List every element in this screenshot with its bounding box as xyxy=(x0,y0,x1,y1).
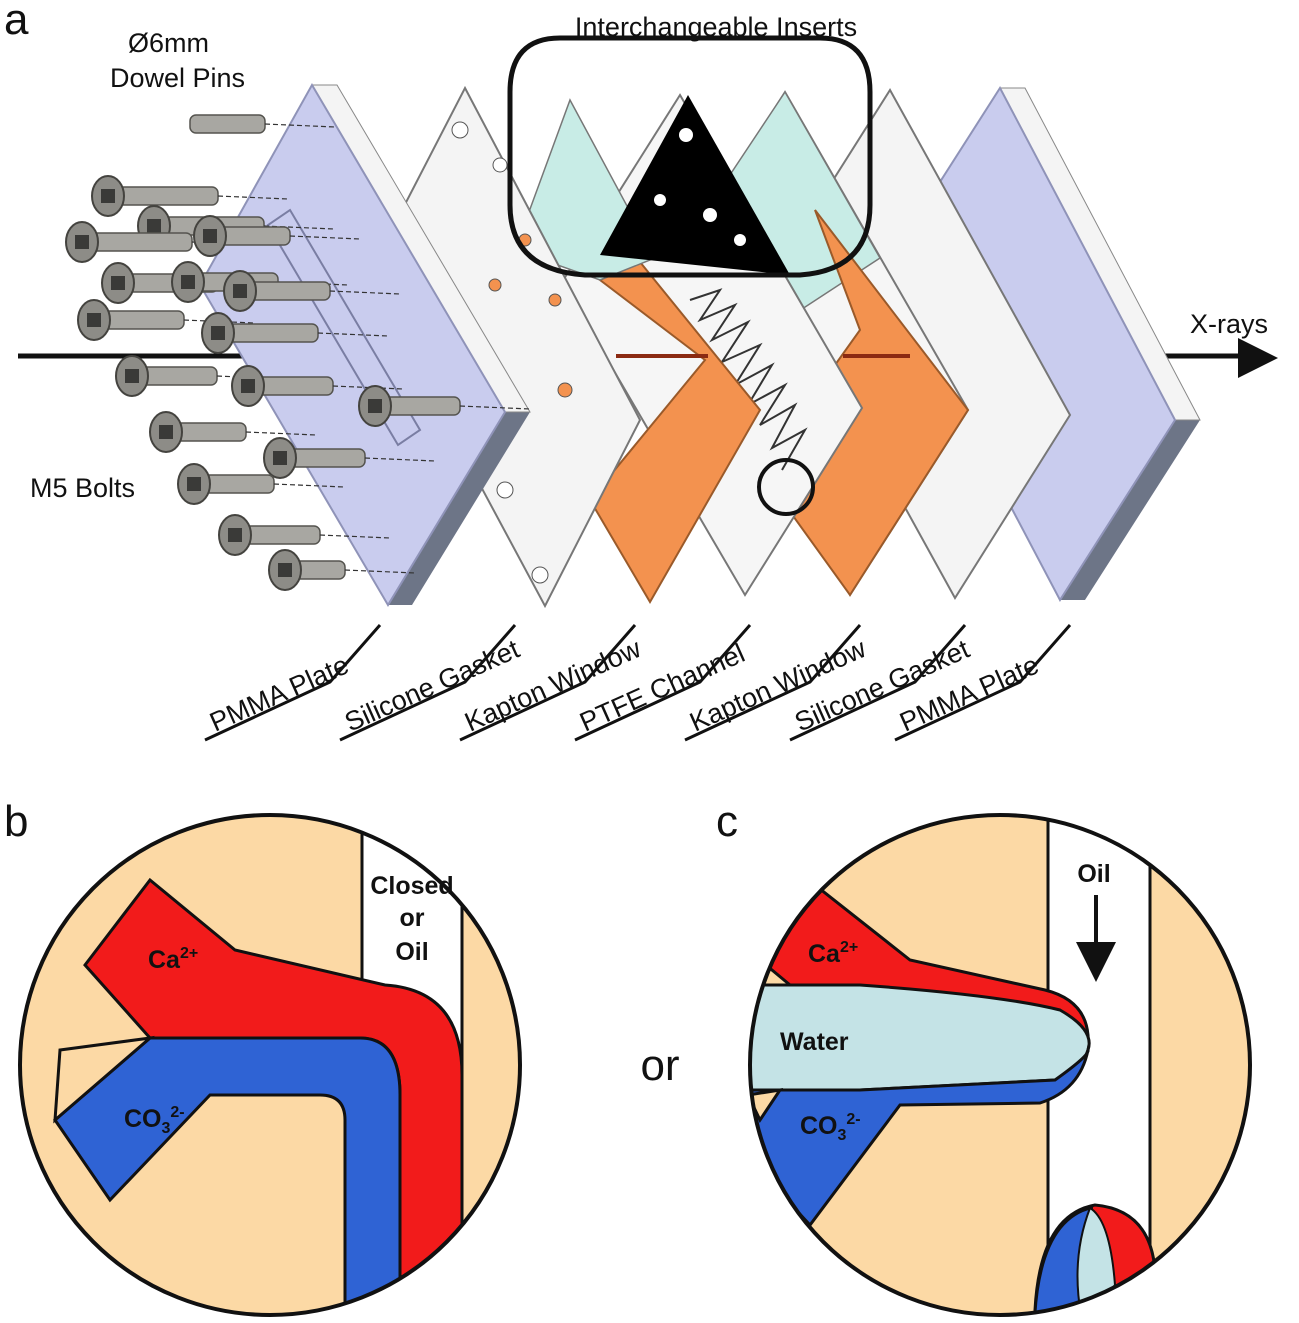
bolt-icon xyxy=(115,355,288,397)
panel-b-outlet-line2: or xyxy=(400,904,425,932)
panel-c-oil-label: Oil xyxy=(1077,860,1110,888)
inserts-label: Interchangeable Inserts xyxy=(575,12,857,42)
panel-a: a xyxy=(4,0,1278,742)
panel-a-letter: a xyxy=(4,0,29,44)
bolt-icon xyxy=(193,215,361,257)
panel-b-outlet-line1: Closed xyxy=(370,872,453,900)
layer-leader-line xyxy=(459,624,637,742)
silicone-gasket-left xyxy=(366,85,642,609)
bolts-label: M5 Bolts xyxy=(30,473,135,503)
layer-leader-line xyxy=(894,624,1072,742)
panel-b-co3-label: CO32- xyxy=(124,1104,185,1137)
layer-leader-line xyxy=(204,624,382,742)
layer-leader-line xyxy=(684,624,862,742)
layer-leader-line xyxy=(789,624,967,742)
bolt-icon xyxy=(268,549,416,591)
panel-b-ca-label: Ca2+ xyxy=(148,945,198,974)
bolt-icon xyxy=(358,385,531,427)
panel-c-ca-label: Ca2+ xyxy=(808,939,858,968)
layer-label: PMMA Plate xyxy=(205,650,353,738)
bolt-icon xyxy=(218,514,391,556)
hardware-group xyxy=(65,114,531,591)
bolt-icon xyxy=(77,299,255,341)
panel-c-carbonate-stream xyxy=(750,1044,1090,1228)
dowel-pins-label-line1: Ø6mm xyxy=(128,28,209,58)
panel-b-carbonate-stream xyxy=(53,1036,402,1315)
xray-arrow-icon xyxy=(1238,338,1278,378)
panel-c-circle xyxy=(748,813,1252,1317)
layer-label: Silicone Gasket xyxy=(790,634,974,738)
layer-leader-line xyxy=(574,624,752,742)
inserts-outline xyxy=(507,35,873,278)
bolt-icon xyxy=(65,221,263,263)
bolt-icon xyxy=(149,411,317,453)
panel-c: c Oil Water Ca2+ CO32- xyxy=(716,797,1252,1317)
panel-b: b Ca2+ CO32- Closed or Oil xyxy=(4,797,522,1317)
panel-c-water-label: Water xyxy=(780,1028,849,1056)
panel-b-circle xyxy=(18,813,522,1317)
bolt-icon xyxy=(201,312,389,354)
bolt-icon xyxy=(91,175,289,217)
xrays-label: X-rays xyxy=(1190,309,1268,339)
bolt-icon xyxy=(223,270,401,312)
panel-c-letter: c xyxy=(716,797,738,846)
insert-black-triangle xyxy=(600,95,790,275)
bolt-icon xyxy=(177,463,345,505)
layer-leader-line xyxy=(339,624,517,742)
connector-text: or xyxy=(640,1041,679,1090)
interchangeable-inserts: Interchangeable Inserts xyxy=(507,12,873,278)
bolt-icon xyxy=(263,437,436,479)
panel-b-letter: b xyxy=(4,797,28,846)
bolt-icon xyxy=(231,365,404,407)
pmma-plate-left xyxy=(198,82,531,607)
dowel-pins-label-line2: Dowel Pins xyxy=(110,63,245,93)
dowel-pin-icon xyxy=(189,114,336,134)
panel-b-outlet-line3: Oil xyxy=(395,938,428,966)
panel-c-co3-label: CO32- xyxy=(800,1111,861,1144)
